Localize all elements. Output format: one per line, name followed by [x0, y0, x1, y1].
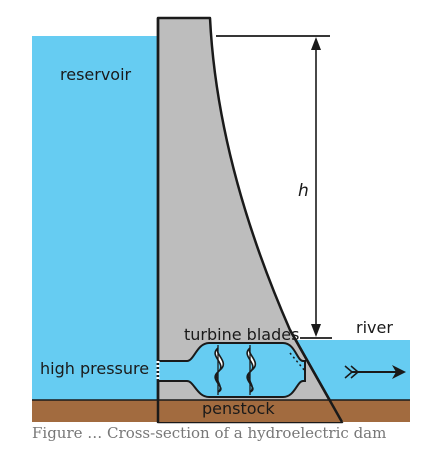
turbine-shafts: [217, 345, 251, 395]
height-arrow-top: [311, 37, 321, 50]
penstock-label: penstock: [202, 399, 275, 418]
reservoir-water: [32, 36, 163, 402]
reservoir-label: reservoir: [60, 65, 132, 84]
turbine-blades-label: turbine blades: [184, 325, 299, 344]
ground: [32, 400, 410, 422]
height-label: h: [298, 181, 309, 201]
figure-caption: Figure … Cross-section of a hydroelectri…: [32, 424, 387, 442]
dam-right-face: [288, 329, 344, 423]
penstock-outlet-dots: [289, 352, 306, 372]
dam-body: [156, 16, 344, 424]
penstock-channel: [157, 342, 306, 398]
flow-arrow-icon: [344, 365, 406, 379]
river-label: river: [356, 318, 393, 337]
height-arrow-bottom: [311, 324, 321, 337]
high-pressure-label: high pressure: [40, 359, 149, 378]
